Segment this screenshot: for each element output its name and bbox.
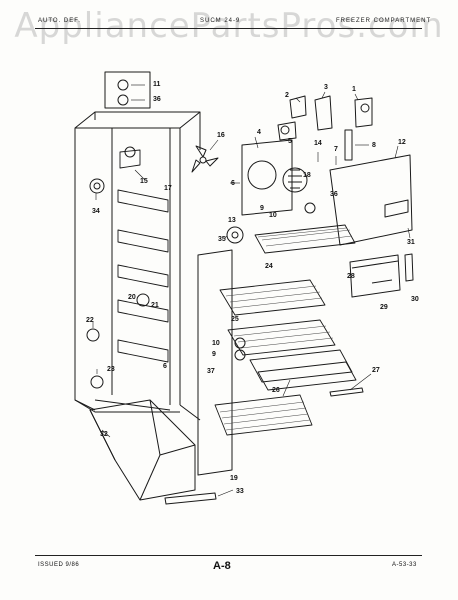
callout-27: 27	[372, 367, 380, 374]
callout-13: 13	[228, 217, 236, 224]
top-small-parts	[277, 95, 373, 161]
callout-4: 4	[257, 129, 261, 136]
callout-21: 21	[151, 302, 159, 309]
storage-bin-32	[89, 399, 196, 501]
callout-36: 36	[153, 96, 161, 103]
callout-10-second: 10	[212, 340, 220, 347]
footer-rule	[35, 555, 422, 556]
callout-24: 24	[265, 263, 273, 270]
header-rule	[35, 28, 422, 29]
callout-12: 12	[398, 139, 406, 146]
crisper-bin	[349, 254, 401, 298]
callout-20: 20	[128, 294, 136, 301]
callout-31: 31	[407, 239, 415, 246]
callout-1: 1	[352, 86, 356, 93]
callout-23: 23	[107, 366, 115, 373]
callout-34: 34	[92, 208, 100, 215]
shelf-wire-lines	[219, 227, 353, 431]
round-parts	[86, 79, 316, 389]
callout-7: 7	[334, 146, 338, 153]
strip-27	[329, 387, 364, 397]
callout-32: 32	[100, 431, 108, 438]
callout-15: 15	[140, 178, 148, 185]
callout-5: 5	[288, 138, 292, 145]
back-panel-12	[329, 154, 413, 246]
callout-37: 37	[207, 368, 215, 375]
callout-9: 9	[260, 205, 264, 212]
callout-28: 28	[347, 273, 355, 280]
callout-17: 17	[164, 185, 172, 192]
callout-9-second: 9	[212, 351, 216, 358]
kick-plate-33	[164, 492, 217, 505]
fan-blade	[191, 145, 219, 173]
callout-6: 6	[231, 180, 235, 187]
footer-issued-date: ISSUED 9/86	[38, 562, 80, 568]
header-model-number: SUCM 24-9	[200, 18, 241, 24]
callout-8: 8	[372, 142, 376, 149]
callout-26: 26	[272, 387, 280, 394]
rear-panel	[197, 139, 308, 476]
callout-33: 33	[236, 488, 244, 495]
callout-6-second: 6	[163, 363, 167, 370]
leader-lines	[92, 84, 411, 497]
callout-25: 25	[231, 316, 239, 323]
header-model-type: AUTO. DEF.	[38, 18, 81, 24]
callout-3: 3	[324, 84, 328, 91]
bracket-30	[404, 253, 414, 282]
callout-35: 35	[218, 236, 226, 243]
footer-doc-code: A-53-33	[392, 562, 417, 568]
callout-16: 16	[217, 132, 225, 139]
inset-box	[104, 71, 151, 109]
callout-30: 30	[411, 296, 419, 303]
callout-18: 18	[303, 172, 311, 179]
callout-2: 2	[285, 92, 289, 99]
header-section-title: FREEZER COMPARTMENT	[336, 18, 432, 24]
callout-14: 14	[314, 140, 322, 147]
callout-22: 22	[86, 317, 94, 324]
footer-page-number: A-8	[213, 560, 231, 572]
cabinet-outline	[74, 111, 201, 421]
callout-19: 19	[230, 475, 238, 482]
door-shelves	[117, 149, 169, 363]
wire-shelves	[214, 224, 357, 436]
callout-10: 10	[269, 212, 277, 219]
callout-36-second: 36	[330, 191, 338, 198]
callout-11: 11	[153, 81, 161, 88]
callout-29: 29	[380, 304, 388, 311]
